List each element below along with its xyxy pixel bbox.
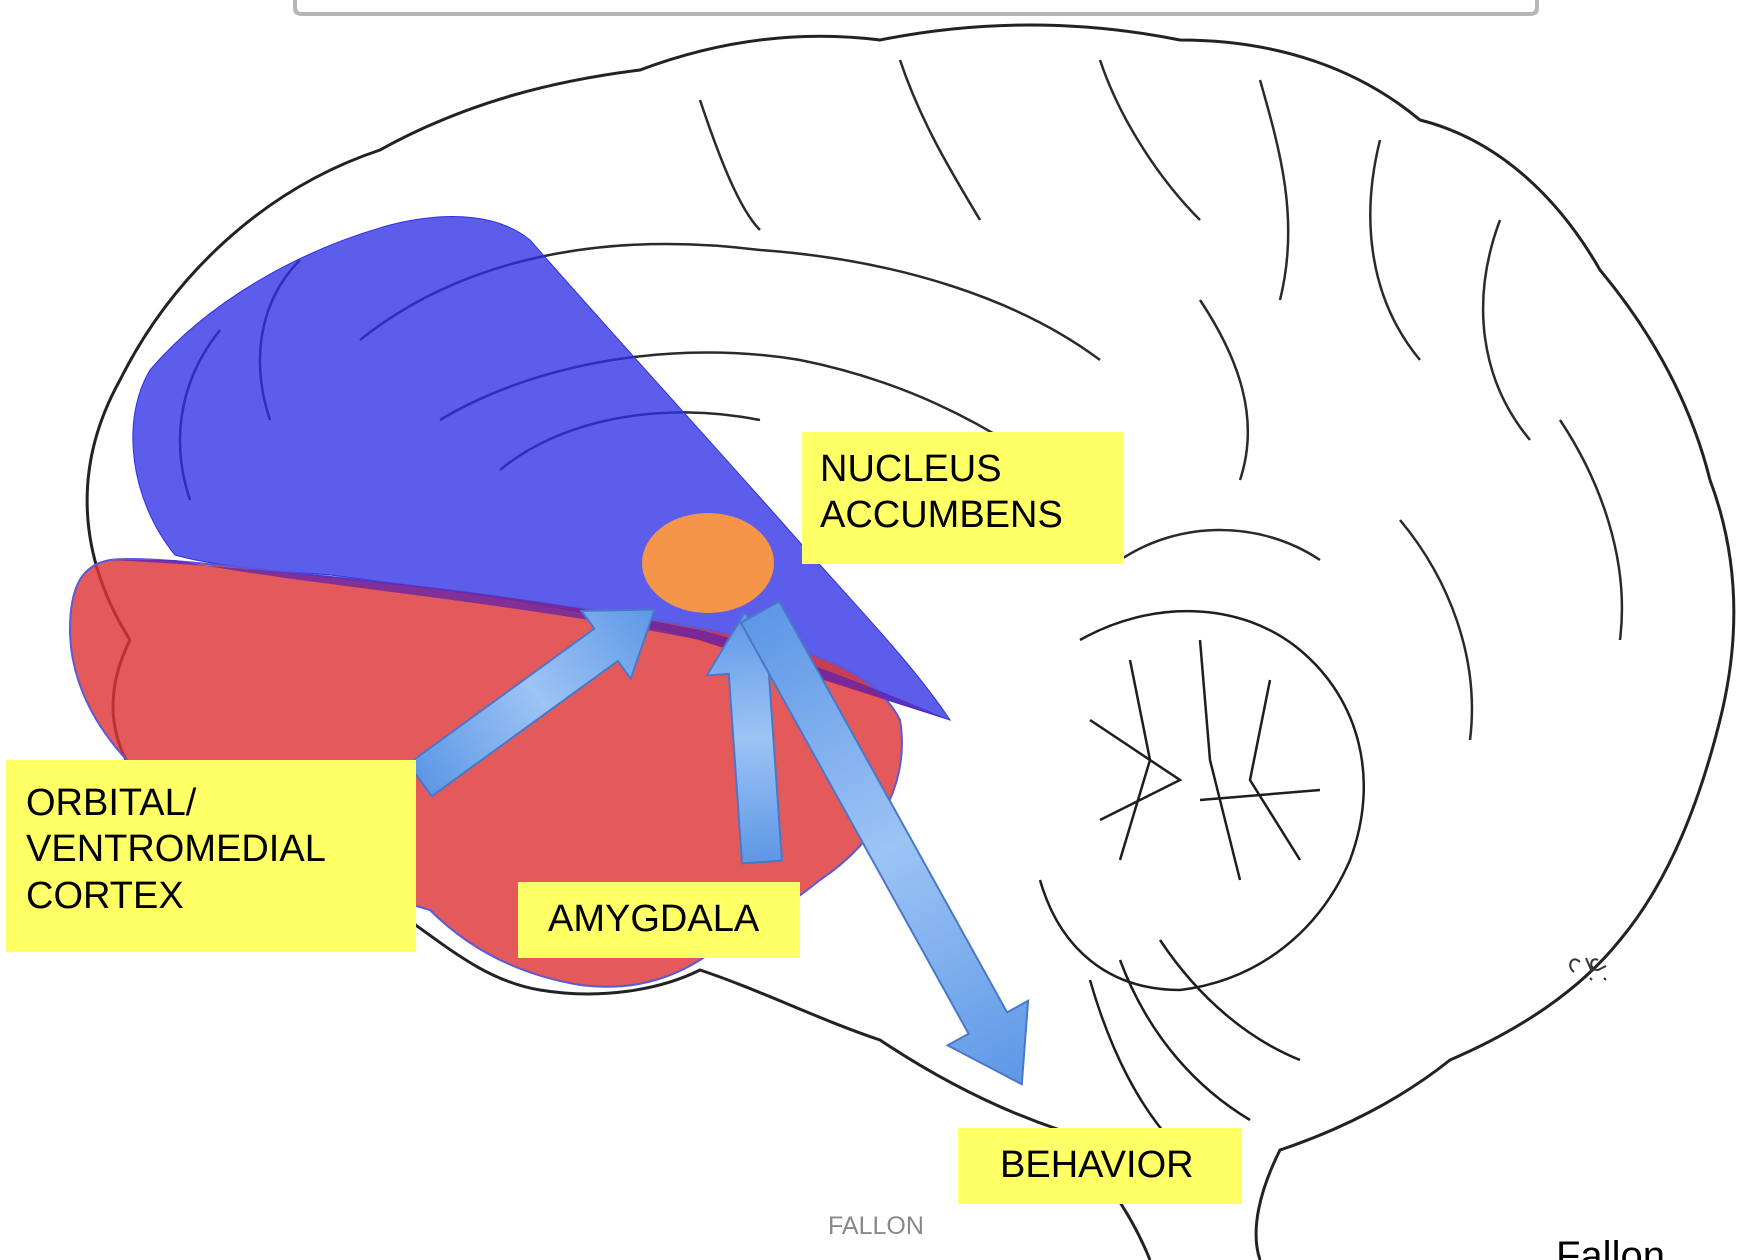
amygdala-label: AMYGDALA <box>518 882 800 958</box>
orbital-cortex-label: ORBITAL/ VENTROMEDIAL CORTEX <box>6 760 416 952</box>
corner-credit: Fallon <box>1556 1234 1665 1260</box>
nucleus-accumbens-marker <box>642 513 774 613</box>
footer-credit: FALLON <box>828 1212 924 1241</box>
nucleus-accumbens-label: NUCLEUS ACCUMBENS <box>802 432 1124 564</box>
cerebellum-sketch <box>1040 611 1364 1150</box>
behavior-label: BEHAVIOR <box>958 1128 1242 1204</box>
header-bar-edge <box>295 0 1537 14</box>
